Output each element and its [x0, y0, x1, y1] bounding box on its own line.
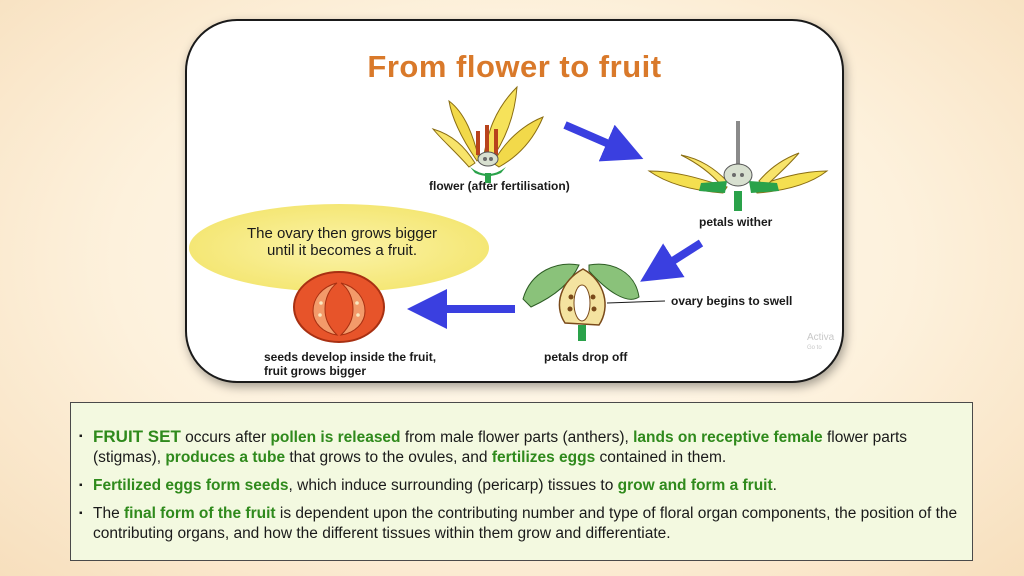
highlighted-phrase: FRUIT SET — [93, 427, 181, 446]
label-petals-drop: petals drop off — [544, 350, 628, 364]
highlighted-phrase: final form of the fruit — [124, 505, 276, 522]
diagram-illustrations — [293, 85, 829, 343]
highlighted-phrase: lands on receptive female — [633, 429, 823, 446]
square-bullet-icon: ▪ — [79, 508, 83, 519]
bullet-item: ▪ The final form of the fruit is dependen… — [79, 504, 962, 544]
bullet-text: Fertilized eggs form seeds, which induce… — [93, 476, 962, 496]
text-segment: occurs after — [180, 429, 271, 446]
text-segment: . — [772, 477, 777, 494]
highlighted-phrase: fertilizes eggs — [491, 449, 596, 466]
text-segment: contained in them. — [595, 449, 727, 466]
ovary-pointer-line — [606, 300, 666, 304]
square-bullet-icon: ▪ — [79, 480, 83, 491]
highlighted-phrase: pollen is released — [270, 429, 401, 446]
text-segment: The — [93, 505, 125, 522]
label-seeds-develop: seeds develop inside the fruit, fruit gr… — [264, 350, 437, 378]
swelling-ovary-illustration — [522, 263, 640, 341]
explanation-panel: ▪ FRUIT SET occurs after pollen is releas… — [70, 402, 973, 561]
label-ovary-swell: ovary begins to swell — [671, 294, 793, 308]
activation-watermark: Activa Go to — [807, 332, 834, 354]
square-bullet-icon: ▪ — [79, 431, 83, 442]
arrow-left-down-icon — [640, 239, 704, 282]
watermark-line-2: Go to — [807, 345, 822, 351]
bullet-text: FRUIT SET occurs after pollen is release… — [93, 427, 962, 468]
highlighted-phrase: grow and form a fruit — [617, 477, 773, 494]
diagram-title: From flower to fruit — [367, 49, 662, 84]
label-flower: flower (after fertilisation) — [429, 179, 570, 193]
arrow-right-down-icon — [563, 121, 644, 162]
text-segment: , which induce surrounding (pericarp) ti… — [288, 477, 618, 494]
text-segment: that grows to the ovules, and — [285, 449, 492, 466]
callout-text: The ovary then grows bigger until it bec… — [246, 225, 438, 259]
withering-flower-illustration — [647, 121, 829, 211]
flower-to-fruit-diagram: From flower to fruit The ovary then grow… — [185, 19, 844, 383]
text-segment: flower parts (stigmas), — [93, 429, 908, 466]
bullet-item: ▪ Fertilized eggs form seeds, which induc… — [79, 476, 962, 496]
fertilised-flower-illustration — [431, 85, 544, 183]
bullet-item: ▪ FRUIT SET occurs after pollen is releas… — [79, 427, 962, 468]
fruit-cross-section-illustration — [293, 271, 385, 343]
text-segment: from male flower parts (anthers), — [400, 429, 634, 446]
watermark-line-1: Activa — [807, 332, 835, 343]
highlighted-phrase: Fertilized eggs form seeds — [93, 477, 289, 494]
highlighted-phrase: produces a tube — [165, 449, 286, 466]
text-segment: is dependent upon the contributing numbe… — [93, 505, 958, 542]
label-petals-wither: petals wither — [699, 215, 773, 229]
bullet-text: The final form of the fruit is dependent… — [93, 504, 962, 544]
